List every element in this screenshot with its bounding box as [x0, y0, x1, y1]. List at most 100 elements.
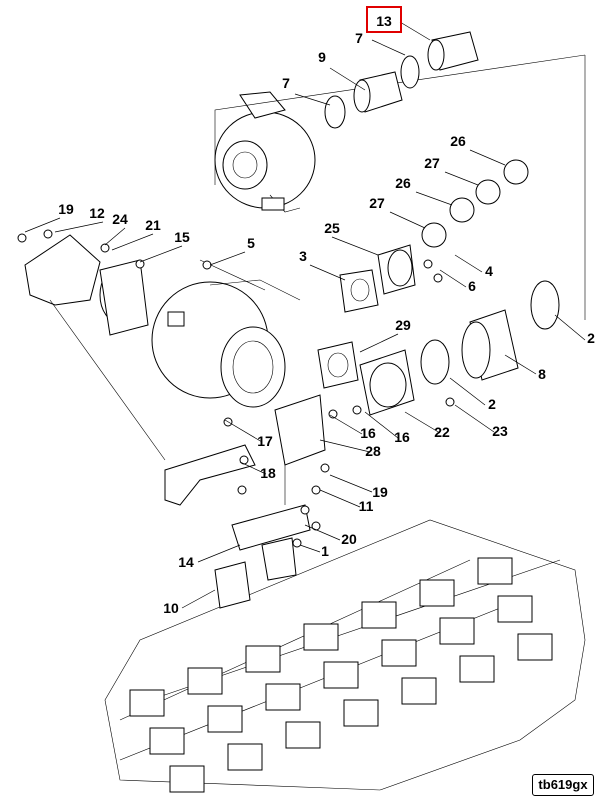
bolt	[433, 273, 443, 283]
bracket-left	[24, 234, 166, 461]
leader-line	[329, 67, 366, 91]
leader-line	[454, 254, 483, 273]
cylinder-head	[323, 661, 359, 689]
callout-4: 4	[485, 263, 493, 279]
callout-27: 27	[424, 155, 440, 171]
leader-line	[54, 221, 104, 233]
cylinder-head	[149, 727, 185, 755]
cylinder-head	[477, 557, 513, 585]
cylinder-head	[459, 655, 495, 683]
callout-14: 14	[178, 554, 194, 570]
cylinder-head	[129, 689, 165, 717]
cylinder-head	[497, 595, 533, 623]
callout-1: 1	[321, 543, 329, 559]
leader-line	[304, 524, 341, 541]
leader-line	[469, 149, 506, 166]
cylinder-head	[401, 677, 437, 705]
leader-line	[444, 171, 479, 186]
callout-6: 6	[468, 278, 476, 294]
bolts	[17, 229, 455, 548]
bolt	[17, 233, 27, 243]
engine-block	[104, 519, 586, 793]
leader-line	[331, 236, 379, 256]
bolt	[100, 243, 110, 253]
leader-lines	[24, 21, 586, 609]
supports	[164, 394, 326, 609]
cylinder-head	[303, 623, 339, 651]
leader-line	[24, 217, 61, 233]
leader-line	[389, 211, 426, 229]
callout-26: 26	[450, 133, 466, 149]
bolt	[202, 260, 212, 270]
leader-line	[404, 411, 441, 434]
callout-12: 12	[89, 205, 105, 221]
callout-13: 13	[376, 13, 392, 29]
leader-line	[449, 377, 486, 406]
leader-line	[294, 93, 331, 106]
cylinder-head	[361, 601, 397, 629]
bolt	[135, 259, 145, 269]
callout-18: 18	[260, 465, 276, 481]
leader-line	[454, 404, 495, 433]
callout-23: 23	[492, 423, 508, 439]
cylinder-head	[169, 765, 205, 793]
leader-line	[439, 269, 467, 288]
callout-24: 24	[112, 211, 128, 227]
bolt	[320, 463, 330, 473]
leader-line	[197, 544, 241, 563]
gaskets	[317, 244, 560, 416]
callout-16: 16	[360, 425, 376, 441]
callout-27: 27	[369, 195, 385, 211]
callout-10: 10	[163, 600, 179, 616]
leader-line	[139, 245, 183, 263]
leader-line	[329, 474, 373, 493]
leader-line	[111, 233, 154, 251]
upper-connection-parts	[324, 31, 529, 248]
leader-line	[554, 314, 586, 341]
callout-19: 19	[58, 201, 74, 217]
leader-line	[359, 333, 399, 353]
cylinder-head	[265, 683, 301, 711]
callout-28: 28	[365, 443, 381, 459]
callout-8: 8	[538, 366, 546, 382]
cylinder-head	[187, 667, 223, 695]
leader-line	[319, 489, 361, 508]
callout-17: 17	[257, 433, 273, 449]
cylinder-head	[245, 645, 281, 673]
callout-15: 15	[174, 229, 190, 245]
callout-9: 9	[318, 49, 326, 65]
cylinder-head	[343, 699, 379, 727]
turbocharger-lower	[151, 259, 301, 408]
leader-line	[224, 419, 263, 443]
bolt	[292, 538, 302, 548]
figure-id-label: tb619gx	[532, 774, 594, 796]
bolt	[445, 397, 455, 407]
bolt	[352, 405, 362, 415]
highlight-box	[366, 6, 402, 33]
cylinder-head	[381, 639, 417, 667]
bolt	[423, 259, 433, 269]
leader-line	[364, 411, 399, 439]
callout-16: 16	[394, 429, 410, 445]
bolt	[311, 485, 321, 495]
leader-line	[104, 227, 126, 246]
cylinder-head	[227, 743, 263, 771]
leader-line	[299, 544, 321, 553]
cylinder-head	[517, 633, 553, 661]
leader-line	[399, 21, 431, 41]
callout-7: 7	[355, 30, 363, 46]
callout-3: 3	[299, 248, 307, 264]
callout-26: 26	[395, 175, 411, 191]
leader-line	[209, 251, 246, 266]
leader-line	[319, 439, 371, 453]
turbocharger-upper	[214, 54, 586, 320]
leader-line	[504, 354, 537, 375]
callout-2: 2	[488, 396, 496, 412]
cylinder-head	[439, 617, 475, 645]
leader-line	[181, 589, 216, 609]
callout-2: 2	[587, 330, 595, 346]
cylinder-head	[207, 705, 243, 733]
callout-22: 22	[434, 424, 450, 440]
callout-29: 29	[395, 317, 411, 333]
